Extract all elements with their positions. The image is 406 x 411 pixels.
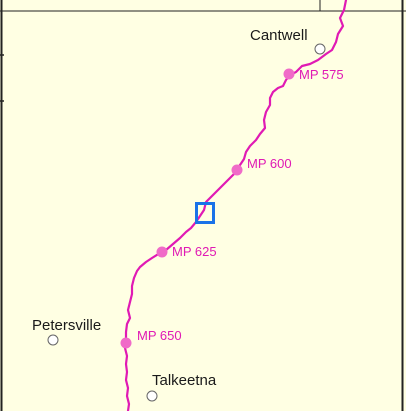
milepost-marker-650[interactable] [120, 337, 132, 349]
milepost-marker-600[interactable] [231, 164, 243, 176]
milepost-marker-575[interactable] [283, 68, 295, 80]
town-label-cantwell: Cantwell [250, 27, 308, 44]
milepost-label-650: MP 650 [137, 328, 182, 343]
town-marker-talkeetna[interactable] [146, 390, 158, 402]
selected-segment-box[interactable] [195, 202, 215, 224]
town-marker-cantwell[interactable] [314, 43, 326, 55]
railroad-route[interactable] [123, 0, 348, 411]
town-label-petersville: Petersville [32, 317, 101, 334]
town-marker-petersville[interactable] [47, 334, 59, 346]
town-label-talkeetna: Talkeetna [152, 372, 217, 389]
milepost-label-575: MP 575 [299, 67, 344, 82]
milepost-label-600: MP 600 [247, 156, 292, 171]
milepost-marker-625[interactable] [156, 246, 168, 258]
milepost-label-625: MP 625 [172, 244, 217, 259]
